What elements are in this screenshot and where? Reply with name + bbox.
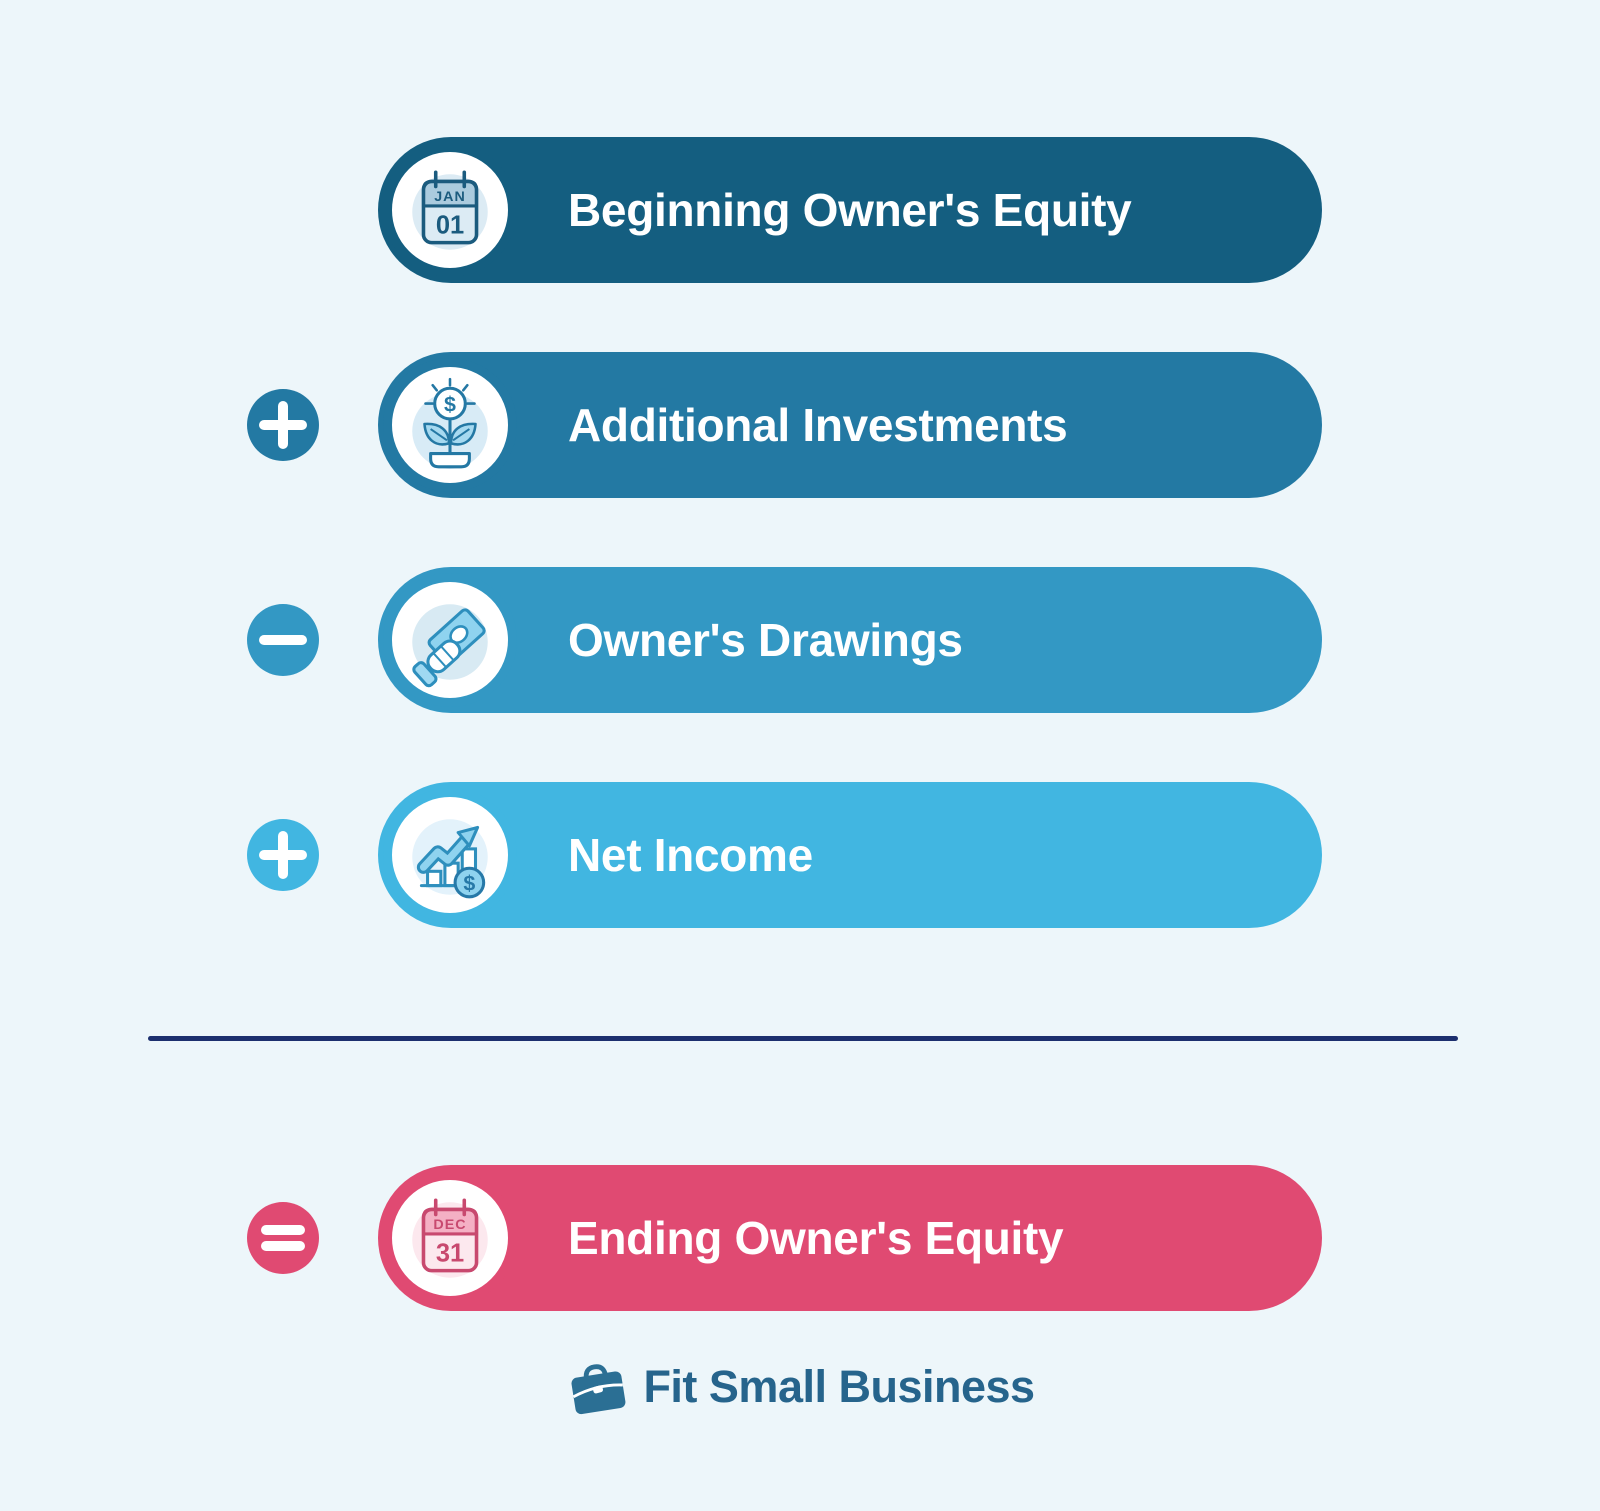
dollar-sign: $ <box>463 872 475 896</box>
minus-icon <box>247 604 319 676</box>
plus-icon <box>247 389 319 461</box>
calendar-dec-31-icon: DEC 31 <box>383 1171 517 1305</box>
plus-icon <box>247 819 319 891</box>
hand-cash-icon <box>383 573 517 707</box>
fit-small-business-logo: Fit Small Business <box>0 1356 1600 1418</box>
calendar-jan-01-icon: JAN 01 <box>383 143 517 277</box>
row-label-beginning-owners-equity: Beginning Owner's Equity <box>568 184 1132 236</box>
sum-divider-line <box>148 1036 1458 1041</box>
investment-plant-icon: $ <box>383 358 517 492</box>
pill-ending-owners-equity: DEC 31 Ending Owner's Equity <box>378 1165 1322 1311</box>
calendar-day-label: 31 <box>436 1239 464 1267</box>
briefcase-icon <box>571 1364 626 1415</box>
growth-chart-icon: $ <box>383 788 517 922</box>
row-label-owners-drawings: Owner's Drawings <box>568 614 963 666</box>
logo-text: Fit Small Business <box>643 1361 1035 1412</box>
row-label-additional-investments: Additional Investments <box>568 399 1068 451</box>
calendar-month-label: JAN <box>434 189 466 205</box>
calendar-month-label: DEC <box>433 1217 466 1233</box>
equals-icon <box>247 1202 319 1274</box>
row-label-ending-owners-equity: Ending Owner's Equity <box>568 1212 1064 1264</box>
pill-owners-drawings: Owner's Drawings <box>378 567 1322 713</box>
pill-beginning-owners-equity: JAN 01 Beginning Owner's Equity <box>378 137 1322 283</box>
calendar-day-label: 01 <box>436 211 464 239</box>
pill-additional-investments: $ Additional Investments <box>378 352 1322 498</box>
pill-net-income: $ Net Income <box>378 782 1322 928</box>
dollar-sign: $ <box>444 393 456 417</box>
row-label-net-income: Net Income <box>568 829 813 881</box>
